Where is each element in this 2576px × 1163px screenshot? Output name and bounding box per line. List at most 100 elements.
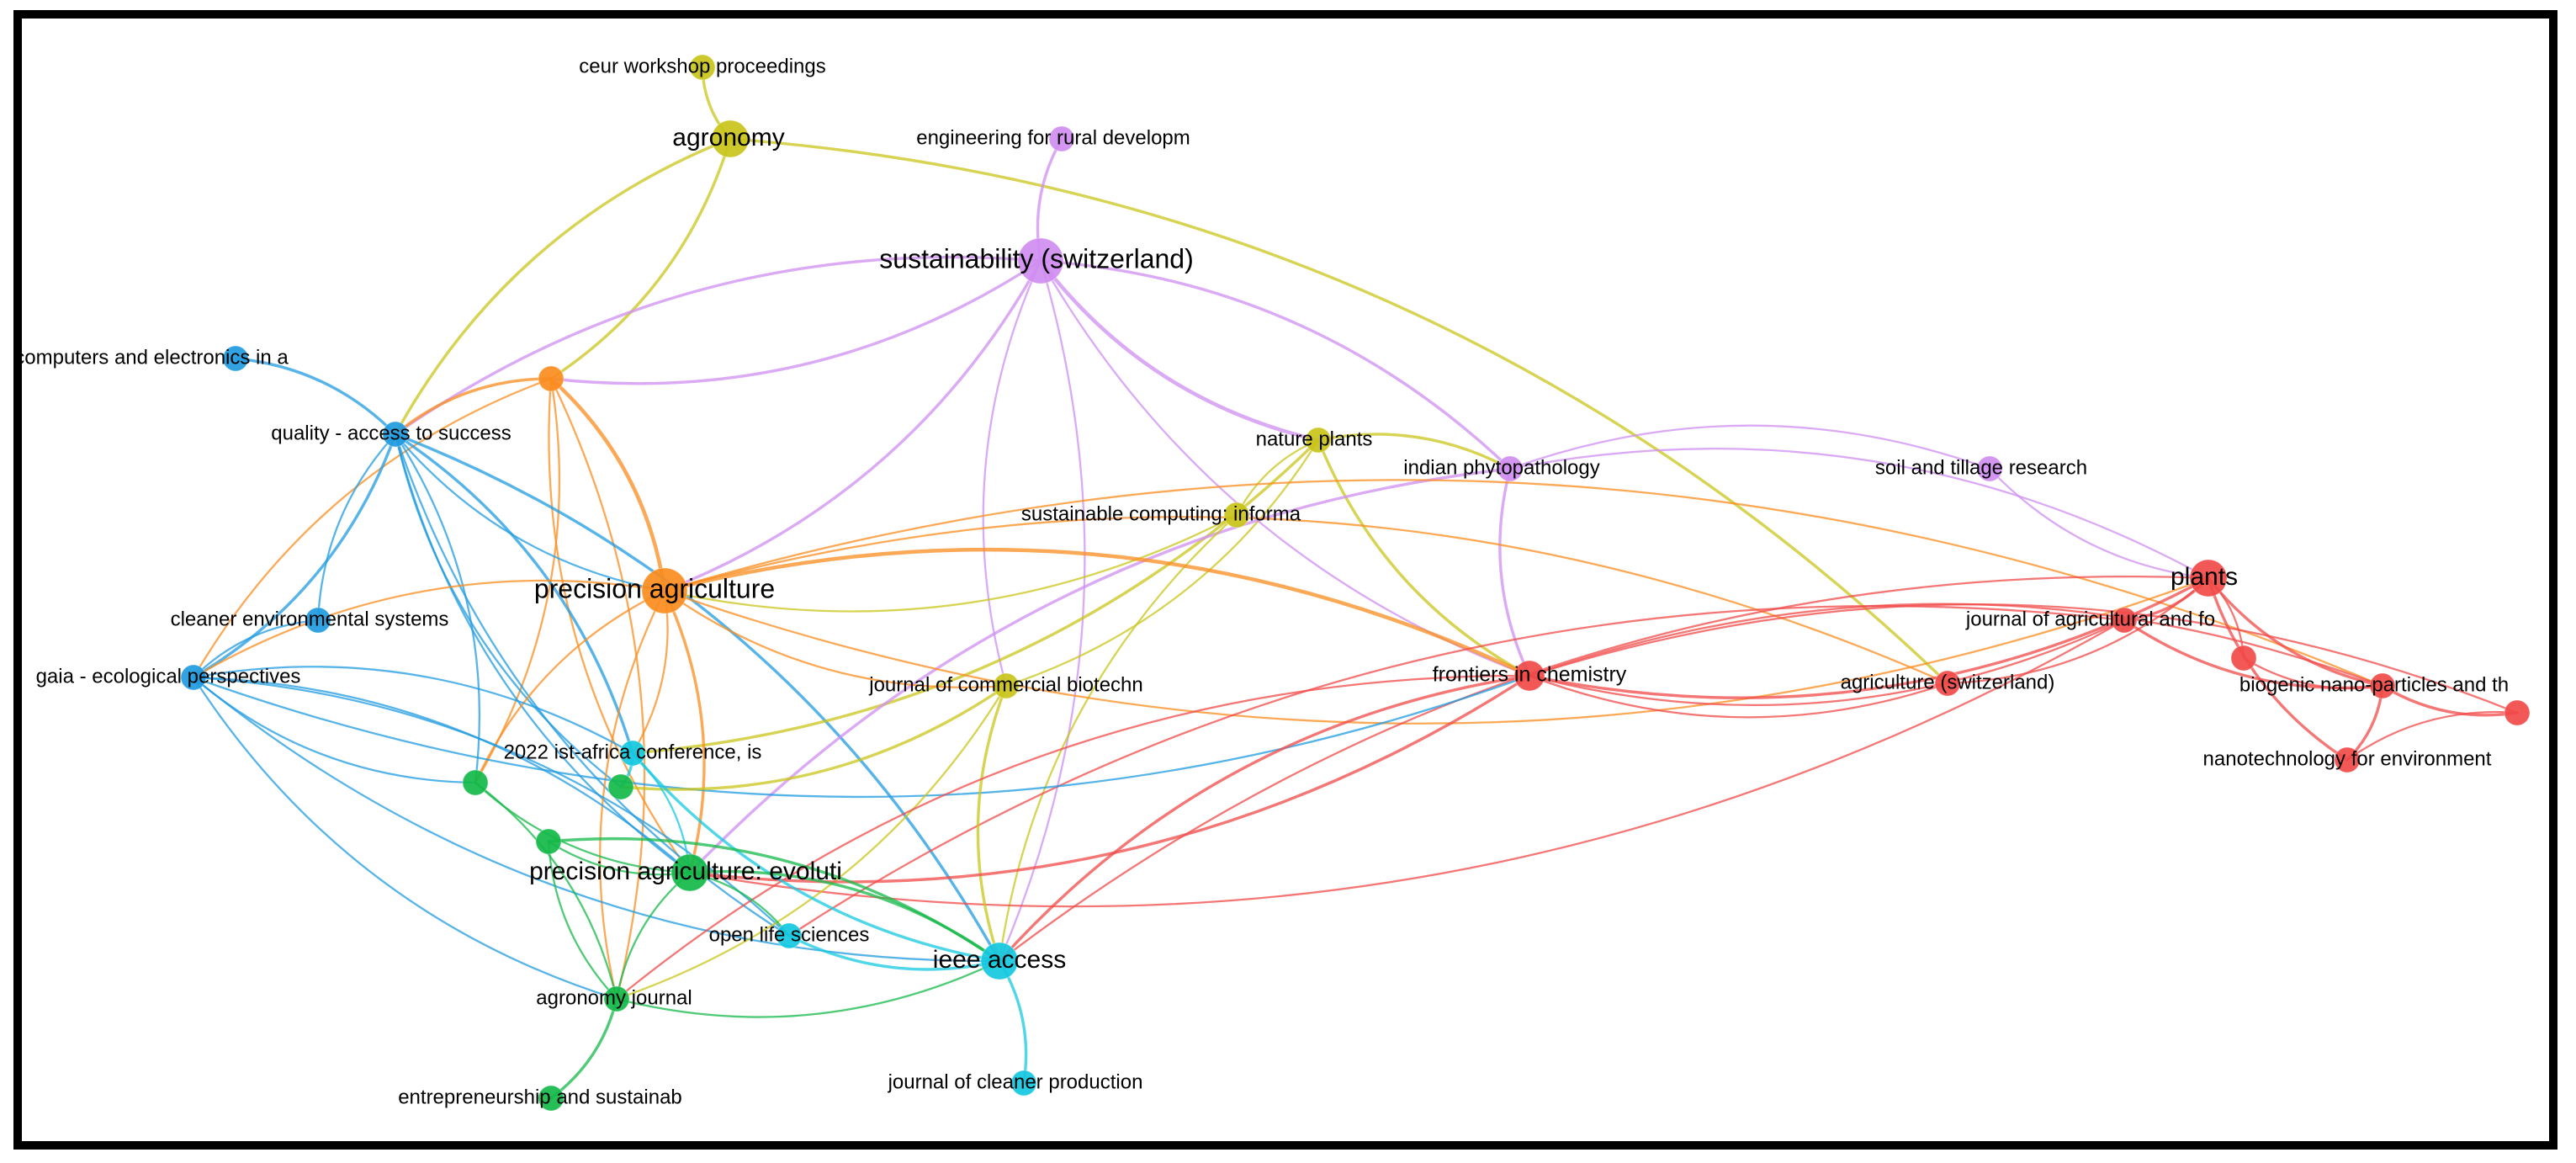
edge-gaia-front_chem xyxy=(192,674,1531,799)
node-eng_rural[interactable] xyxy=(1048,125,1075,152)
edge-sustain_ch-orange_small xyxy=(549,259,1042,385)
node-nature_plants[interactable] xyxy=(1305,427,1332,454)
edge-plants-ieee xyxy=(998,576,2210,963)
node-nanotech_env[interactable] xyxy=(2334,746,2361,773)
edge-plants-biogenic xyxy=(2207,576,2384,688)
edge-sust_comp-prec_ag xyxy=(663,513,1238,613)
node-plants[interactable] xyxy=(2189,559,2228,597)
node-biogenic[interactable] xyxy=(2369,672,2396,699)
label-quality: quality - access to success xyxy=(271,422,511,444)
edge-agron_j-ieee xyxy=(615,959,1001,1018)
node-quality[interactable] xyxy=(382,421,409,448)
label-j_comm_bio: journal of commercial biotechn xyxy=(868,673,1143,696)
edge-comp_elec-quality xyxy=(234,357,397,436)
node-j_clean_prod[interactable] xyxy=(1010,1070,1037,1097)
edge-plants-nanotech_env xyxy=(2207,576,2349,762)
edge-quality-open_life xyxy=(394,433,791,937)
node-j_comm_bio[interactable] xyxy=(993,672,1020,699)
edge-nanotech_env-red_small_b xyxy=(2345,710,2519,762)
edge-orange_small-gaia xyxy=(192,377,553,679)
node-green_c[interactable] xyxy=(535,828,562,855)
edge-sustain_ch-indian_phyto xyxy=(1039,259,1512,470)
node-sustain_ch[interactable] xyxy=(1017,237,1064,284)
node-red_small_b[interactable] xyxy=(2504,699,2531,726)
edge-prec_ag-front_chem xyxy=(662,547,1532,678)
node-gaia[interactable] xyxy=(180,664,207,691)
node-red_small_a[interactable] xyxy=(2230,645,2257,672)
node-agronomy[interactable] xyxy=(711,119,750,158)
edge-sustain_ch-prec_ag xyxy=(663,259,1042,592)
edge-red_small_a-biogenic xyxy=(2242,656,2384,690)
edge-front_chem-red_small_b xyxy=(1528,603,2519,714)
edge-sustain_ch-quality xyxy=(394,255,1042,436)
edge-quality-prec_ag_evol xyxy=(394,433,692,874)
edge-ag_ch-plants xyxy=(1946,576,2210,685)
edge-quality-ieee xyxy=(394,433,1001,963)
node-sust_comp[interactable] xyxy=(1223,502,1250,528)
label-gaia: gaia - ecological perspectives xyxy=(36,665,301,688)
node-clean_env[interactable] xyxy=(305,607,331,634)
edge-j_comm_bio-ieee xyxy=(976,684,1008,963)
node-ist_africa[interactable] xyxy=(619,740,646,767)
edge-ist_africa-ieee xyxy=(631,751,1001,963)
node-orange_small[interactable] xyxy=(538,365,564,392)
edge-sustain_ch-j_comm_bio xyxy=(982,259,1042,688)
node-agron_j[interactable] xyxy=(603,985,630,1012)
edge-sustain_ch-nature_plants xyxy=(1038,258,1321,443)
edge-agron_j-entrep xyxy=(549,997,618,1100)
edge-prec_ag_evol-ieee xyxy=(688,869,1001,963)
label-front_chem: frontiers in chemistry xyxy=(1433,663,1627,687)
edge-green_a-agron_j xyxy=(474,781,618,1001)
edge-indian_phyto-prec_ag_evol xyxy=(688,467,1512,874)
node-prec_ag[interactable] xyxy=(641,567,688,614)
edge-prec_ag-green_a xyxy=(474,589,666,784)
label-sust_comp: sustainable computing: informa xyxy=(1021,502,1301,525)
edge-agronomy-ag_ch xyxy=(729,137,1949,685)
label-ceur: ceur workshop proceedings xyxy=(579,55,826,77)
edge-nature_plants-indian_phyto xyxy=(1317,433,1512,470)
node-soil_tillage[interactable] xyxy=(1976,455,2003,482)
node-front_chem[interactable] xyxy=(1513,660,1545,692)
edge-green_c-agron_j xyxy=(547,840,618,1001)
edge-prec_ag-j_comm_bio xyxy=(663,589,1008,688)
label-biogenic: biogenic nano-particles and th xyxy=(2239,673,2509,696)
node-ieee[interactable] xyxy=(980,942,1019,980)
edge-nature_plants-j_comm_bio xyxy=(1004,438,1320,688)
edge-open_life-ieee xyxy=(787,934,1001,971)
edge-prec_ag-biogenic xyxy=(663,479,2384,688)
edges-layer xyxy=(192,66,2519,1100)
edge-biogenic-red_small_b xyxy=(2381,684,2519,717)
node-green_a[interactable] xyxy=(462,769,489,796)
edge-j_comm_bio-green_b xyxy=(619,684,1008,791)
node-comp_elec[interactable] xyxy=(222,345,249,372)
node-green_b[interactable] xyxy=(607,773,634,800)
label-nature_plants: nature plants xyxy=(1256,427,1373,450)
node-open_life[interactable] xyxy=(776,922,803,949)
label-eng_rural: engineering for rural developm xyxy=(916,126,1190,149)
node-prec_ag_evol[interactable] xyxy=(671,853,709,892)
edge-prec_ag_evol-agron_j xyxy=(615,871,692,1001)
edge-gaia-ist_africa xyxy=(192,666,634,755)
label-nanotech_env: nanotechnology for environment xyxy=(2203,747,2492,770)
label-indian_phyto: indian phytopathology xyxy=(1403,456,1600,479)
label-open_life: open life sciences xyxy=(709,923,870,946)
label-comp_elec: computers and electronics in a xyxy=(14,346,289,369)
label-j_clean_prod: journal of cleaner production xyxy=(888,1070,1143,1093)
node-j_ag_food[interactable] xyxy=(2111,607,2138,634)
label-plants: plants xyxy=(2171,563,2238,591)
edge-front_chem-ieee xyxy=(998,674,1531,963)
edge-agronomy-orange_small xyxy=(549,137,732,380)
edge-gaia-clean_env xyxy=(192,619,320,679)
edge-quality-clean_env xyxy=(316,433,397,622)
edge-prec_ag-gaia xyxy=(192,579,666,679)
node-ceur[interactable] xyxy=(689,54,716,81)
edge-orange_small-agron_j xyxy=(549,377,646,1001)
node-indian_phyto[interactable] xyxy=(1497,455,1524,482)
edge-orange_small-prec_ag xyxy=(549,376,667,593)
node-ag_ch[interactable] xyxy=(1934,670,1961,697)
node-entrep[interactable] xyxy=(538,1085,564,1112)
label-agron_j: agronomy journal xyxy=(536,986,692,1009)
edge-orange_small-quality xyxy=(394,377,553,436)
edge-front_chem-prec_ag_evol xyxy=(688,674,1531,884)
